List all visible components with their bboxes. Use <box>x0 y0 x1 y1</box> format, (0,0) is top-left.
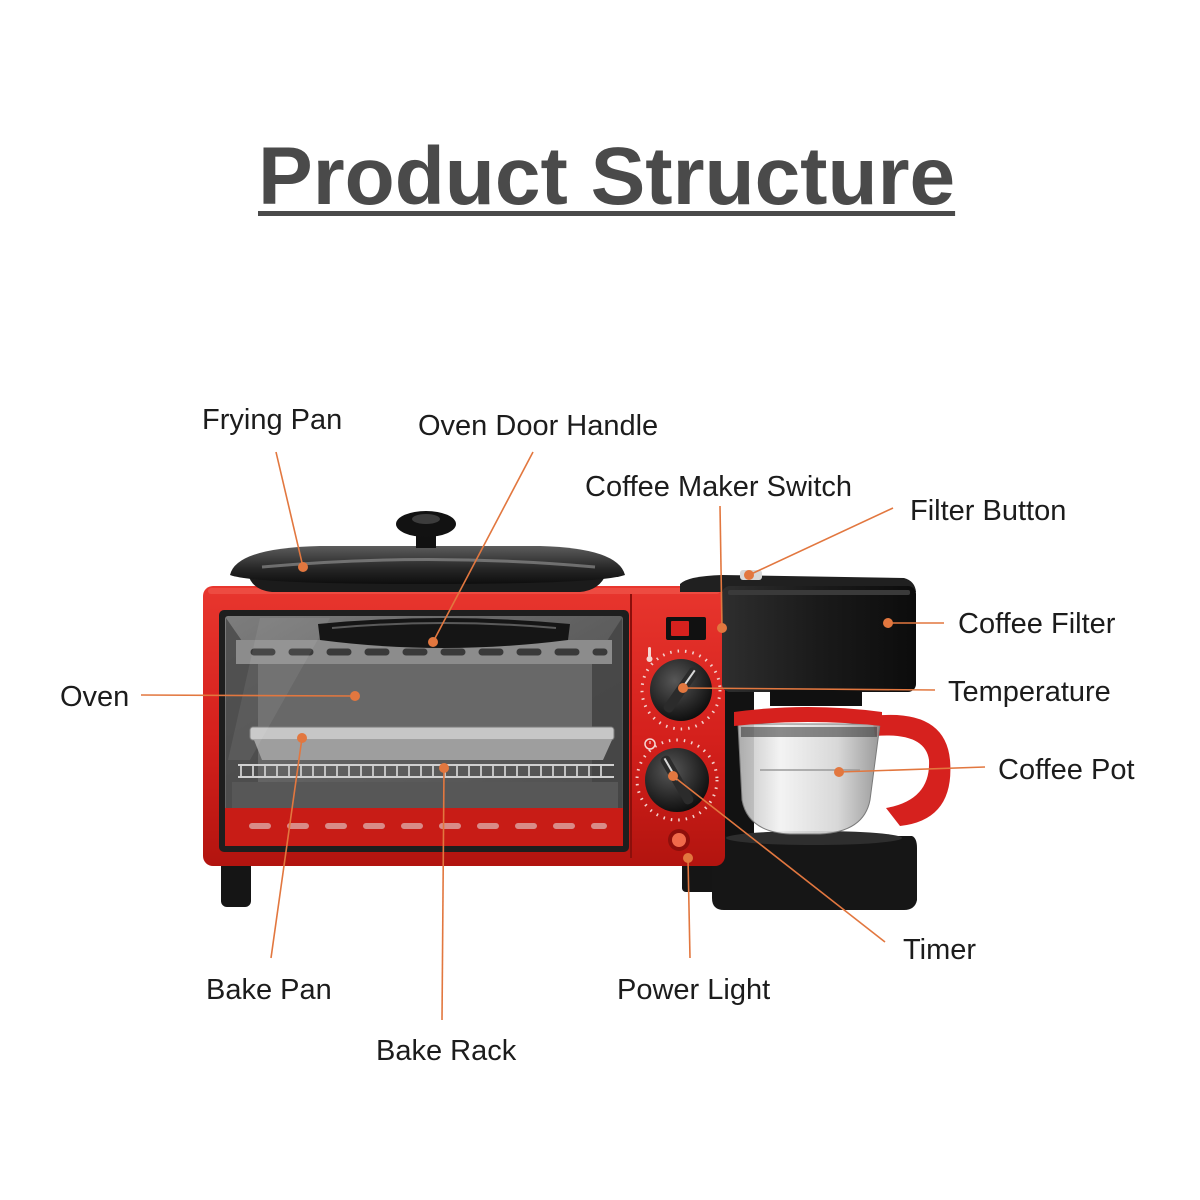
label-temperature: Temperature <box>948 676 1111 708</box>
label-coffee-pot: Coffee Pot <box>998 754 1135 786</box>
coffee-hot-plate <box>726 831 902 845</box>
clock-icon <box>644 738 656 750</box>
label-oven-door-handle: Oven Door Handle <box>418 410 659 442</box>
breakfast-maker <box>203 511 951 910</box>
coffee-filter-housing <box>722 586 916 692</box>
callout-dot-bake-rack <box>439 763 449 773</box>
callout-dot-frying-pan <box>298 562 308 572</box>
page-title: Product Structure <box>258 131 956 222</box>
temperature-scale <box>640 649 722 731</box>
oven-foot-right <box>682 858 716 892</box>
label-power-light: Power Light <box>617 974 771 1006</box>
oven-foot-left <box>221 858 251 907</box>
callout-dot-bake-pan <box>297 733 307 743</box>
label-frying-pan: Frying Pan <box>202 404 343 436</box>
coffee-filter-rim <box>728 590 910 595</box>
timer-scale <box>635 738 719 822</box>
leader-line-coffee-pot <box>838 766 986 773</box>
leader-line-oven <box>140 694 356 697</box>
bake-pan <box>254 740 612 760</box>
frying-pan-lid <box>230 546 625 584</box>
callout-dot-oven <box>350 691 360 701</box>
coffee-drip-neck <box>770 690 862 706</box>
callout-dot-coffee-pot <box>834 767 844 777</box>
label-filter-button: Filter Button <box>910 495 1067 527</box>
coffee-pot-handle <box>872 714 951 826</box>
lid-knob-top <box>412 514 440 524</box>
switch-rocker <box>671 621 689 636</box>
callout-dot-temperature <box>678 683 688 693</box>
label-coffee-maker-switch: Coffee Maker Switch <box>585 471 853 503</box>
label-timer: Timer <box>903 934 977 966</box>
callout-dot-timer <box>668 771 678 781</box>
label-bake-rack: Bake Rack <box>376 1035 517 1067</box>
power-light <box>672 833 686 847</box>
leader-line-timer <box>672 775 886 943</box>
callout-dot-power-light <box>683 853 693 863</box>
oven-floor <box>232 782 618 808</box>
callout-dot-filter-button <box>744 570 754 580</box>
coffee-hot-plate-base <box>712 836 917 910</box>
callout-dot-coffee-filter <box>883 618 893 628</box>
leader-line-oven-door-handle <box>432 451 534 643</box>
callout-dot-oven-door-handle <box>428 637 438 647</box>
coffee-pot-lid <box>734 707 882 726</box>
leader-line-power-light <box>687 857 691 959</box>
leader-line-coffee-maker-switch <box>719 505 723 629</box>
label-oven: Oven <box>60 681 130 713</box>
leader-line-bake-rack <box>441 767 445 1021</box>
label-coffee-filter: Coffee Filter <box>958 608 1116 640</box>
coffee-pot-glass <box>737 723 881 835</box>
leader-line-filter-button <box>748 507 894 576</box>
label-bake-pan: Bake Pan <box>206 974 332 1006</box>
leader-line-frying-pan <box>275 451 304 568</box>
leader-line-bake-pan <box>270 737 303 959</box>
leader-line-temperature <box>682 687 936 691</box>
window-glare <box>228 618 330 760</box>
callout-dot-coffee-maker-switch <box>717 623 727 633</box>
thermometer-icon <box>646 647 653 662</box>
coffee-pot-collar <box>741 727 877 737</box>
callout-lines <box>140 451 986 1021</box>
